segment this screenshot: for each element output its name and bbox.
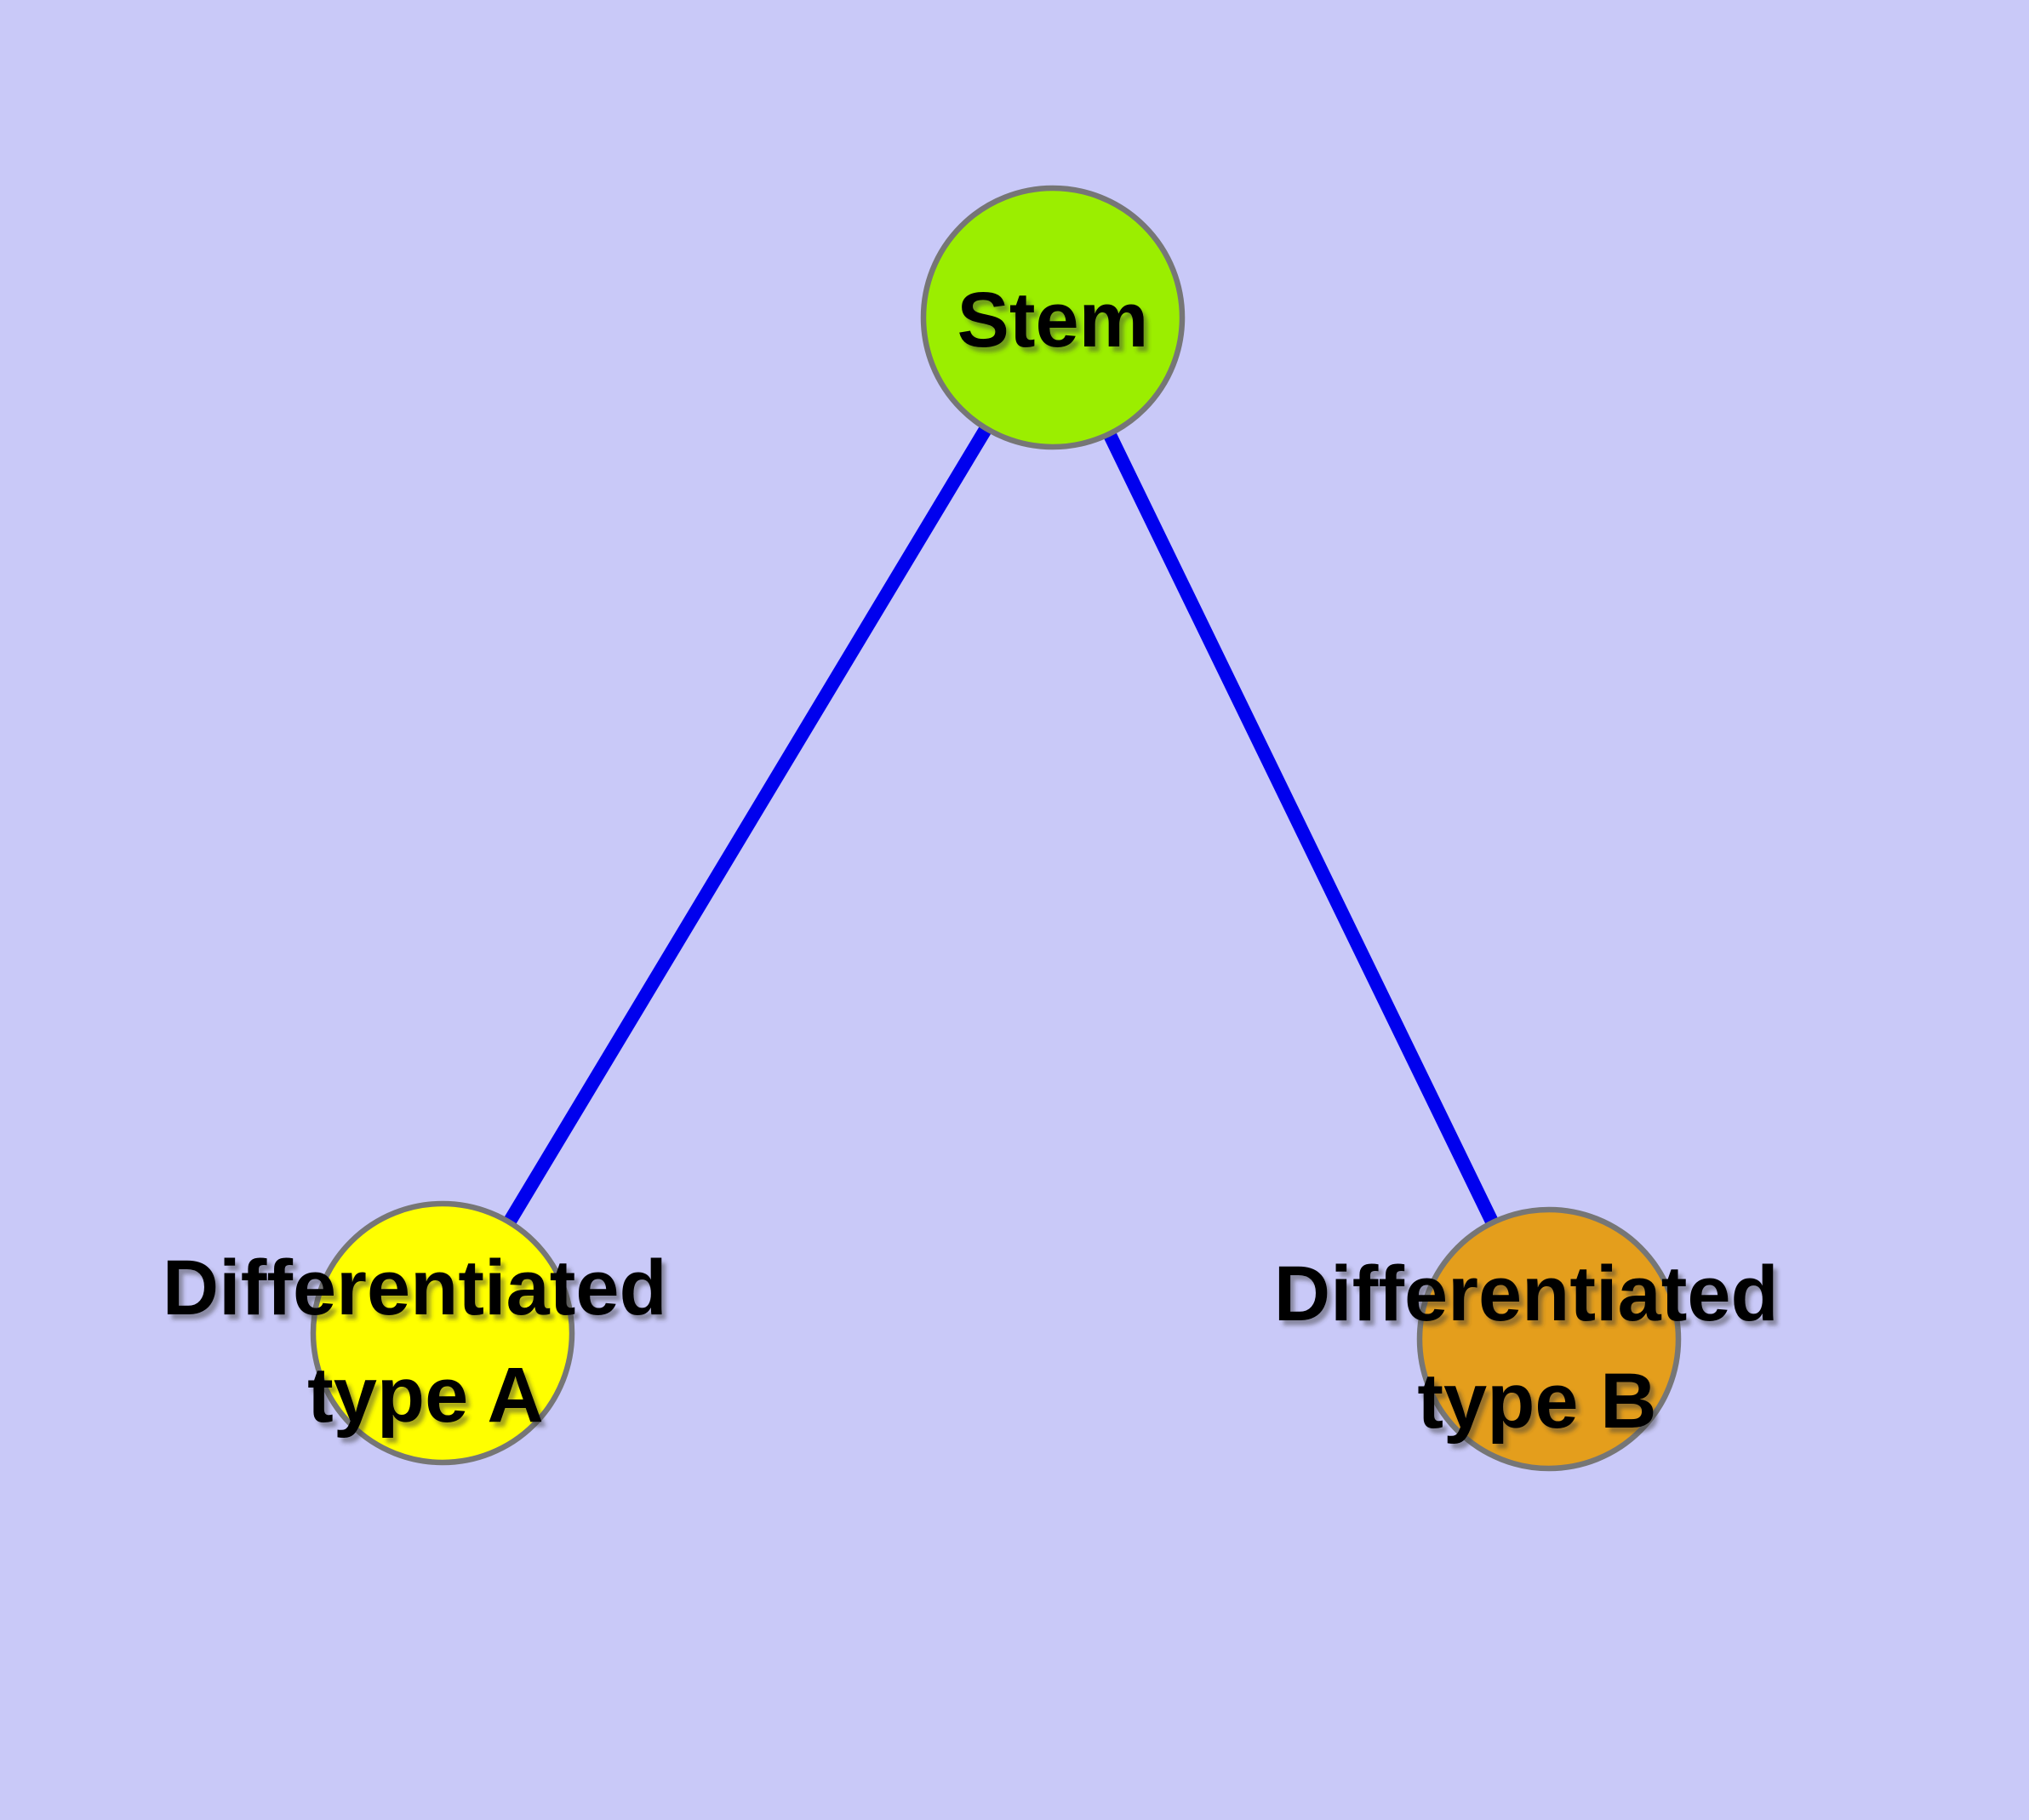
- node-differentiated-type-a[interactable]: [310, 1200, 575, 1466]
- node-type-a-label-line2: type A: [307, 1352, 544, 1439]
- node-type-b-label-line2: type B: [1417, 1358, 1656, 1445]
- node-stem-label: Stem: [957, 277, 1149, 363]
- edge-layer: [437, 313, 1556, 1342]
- node-type-a-label-line1: Differentiated: [163, 1245, 667, 1331]
- edge-stem-to-type-a[interactable]: [437, 313, 1059, 1337]
- node-stem[interactable]: [920, 185, 1186, 450]
- node-type-b-label: Differentiated type B: [1274, 1251, 1801, 1445]
- label-layer: Stem Differentiated type A Differentiate…: [163, 277, 1801, 1445]
- node-differentiated-type-b[interactable]: [1416, 1206, 1682, 1472]
- node-type-b-label-line1: Differentiated: [1274, 1251, 1779, 1337]
- node-layer: [310, 185, 1682, 1472]
- node-type-a-label: Differentiated type A: [163, 1245, 689, 1439]
- edge-stem-to-type-b[interactable]: [1046, 314, 1556, 1342]
